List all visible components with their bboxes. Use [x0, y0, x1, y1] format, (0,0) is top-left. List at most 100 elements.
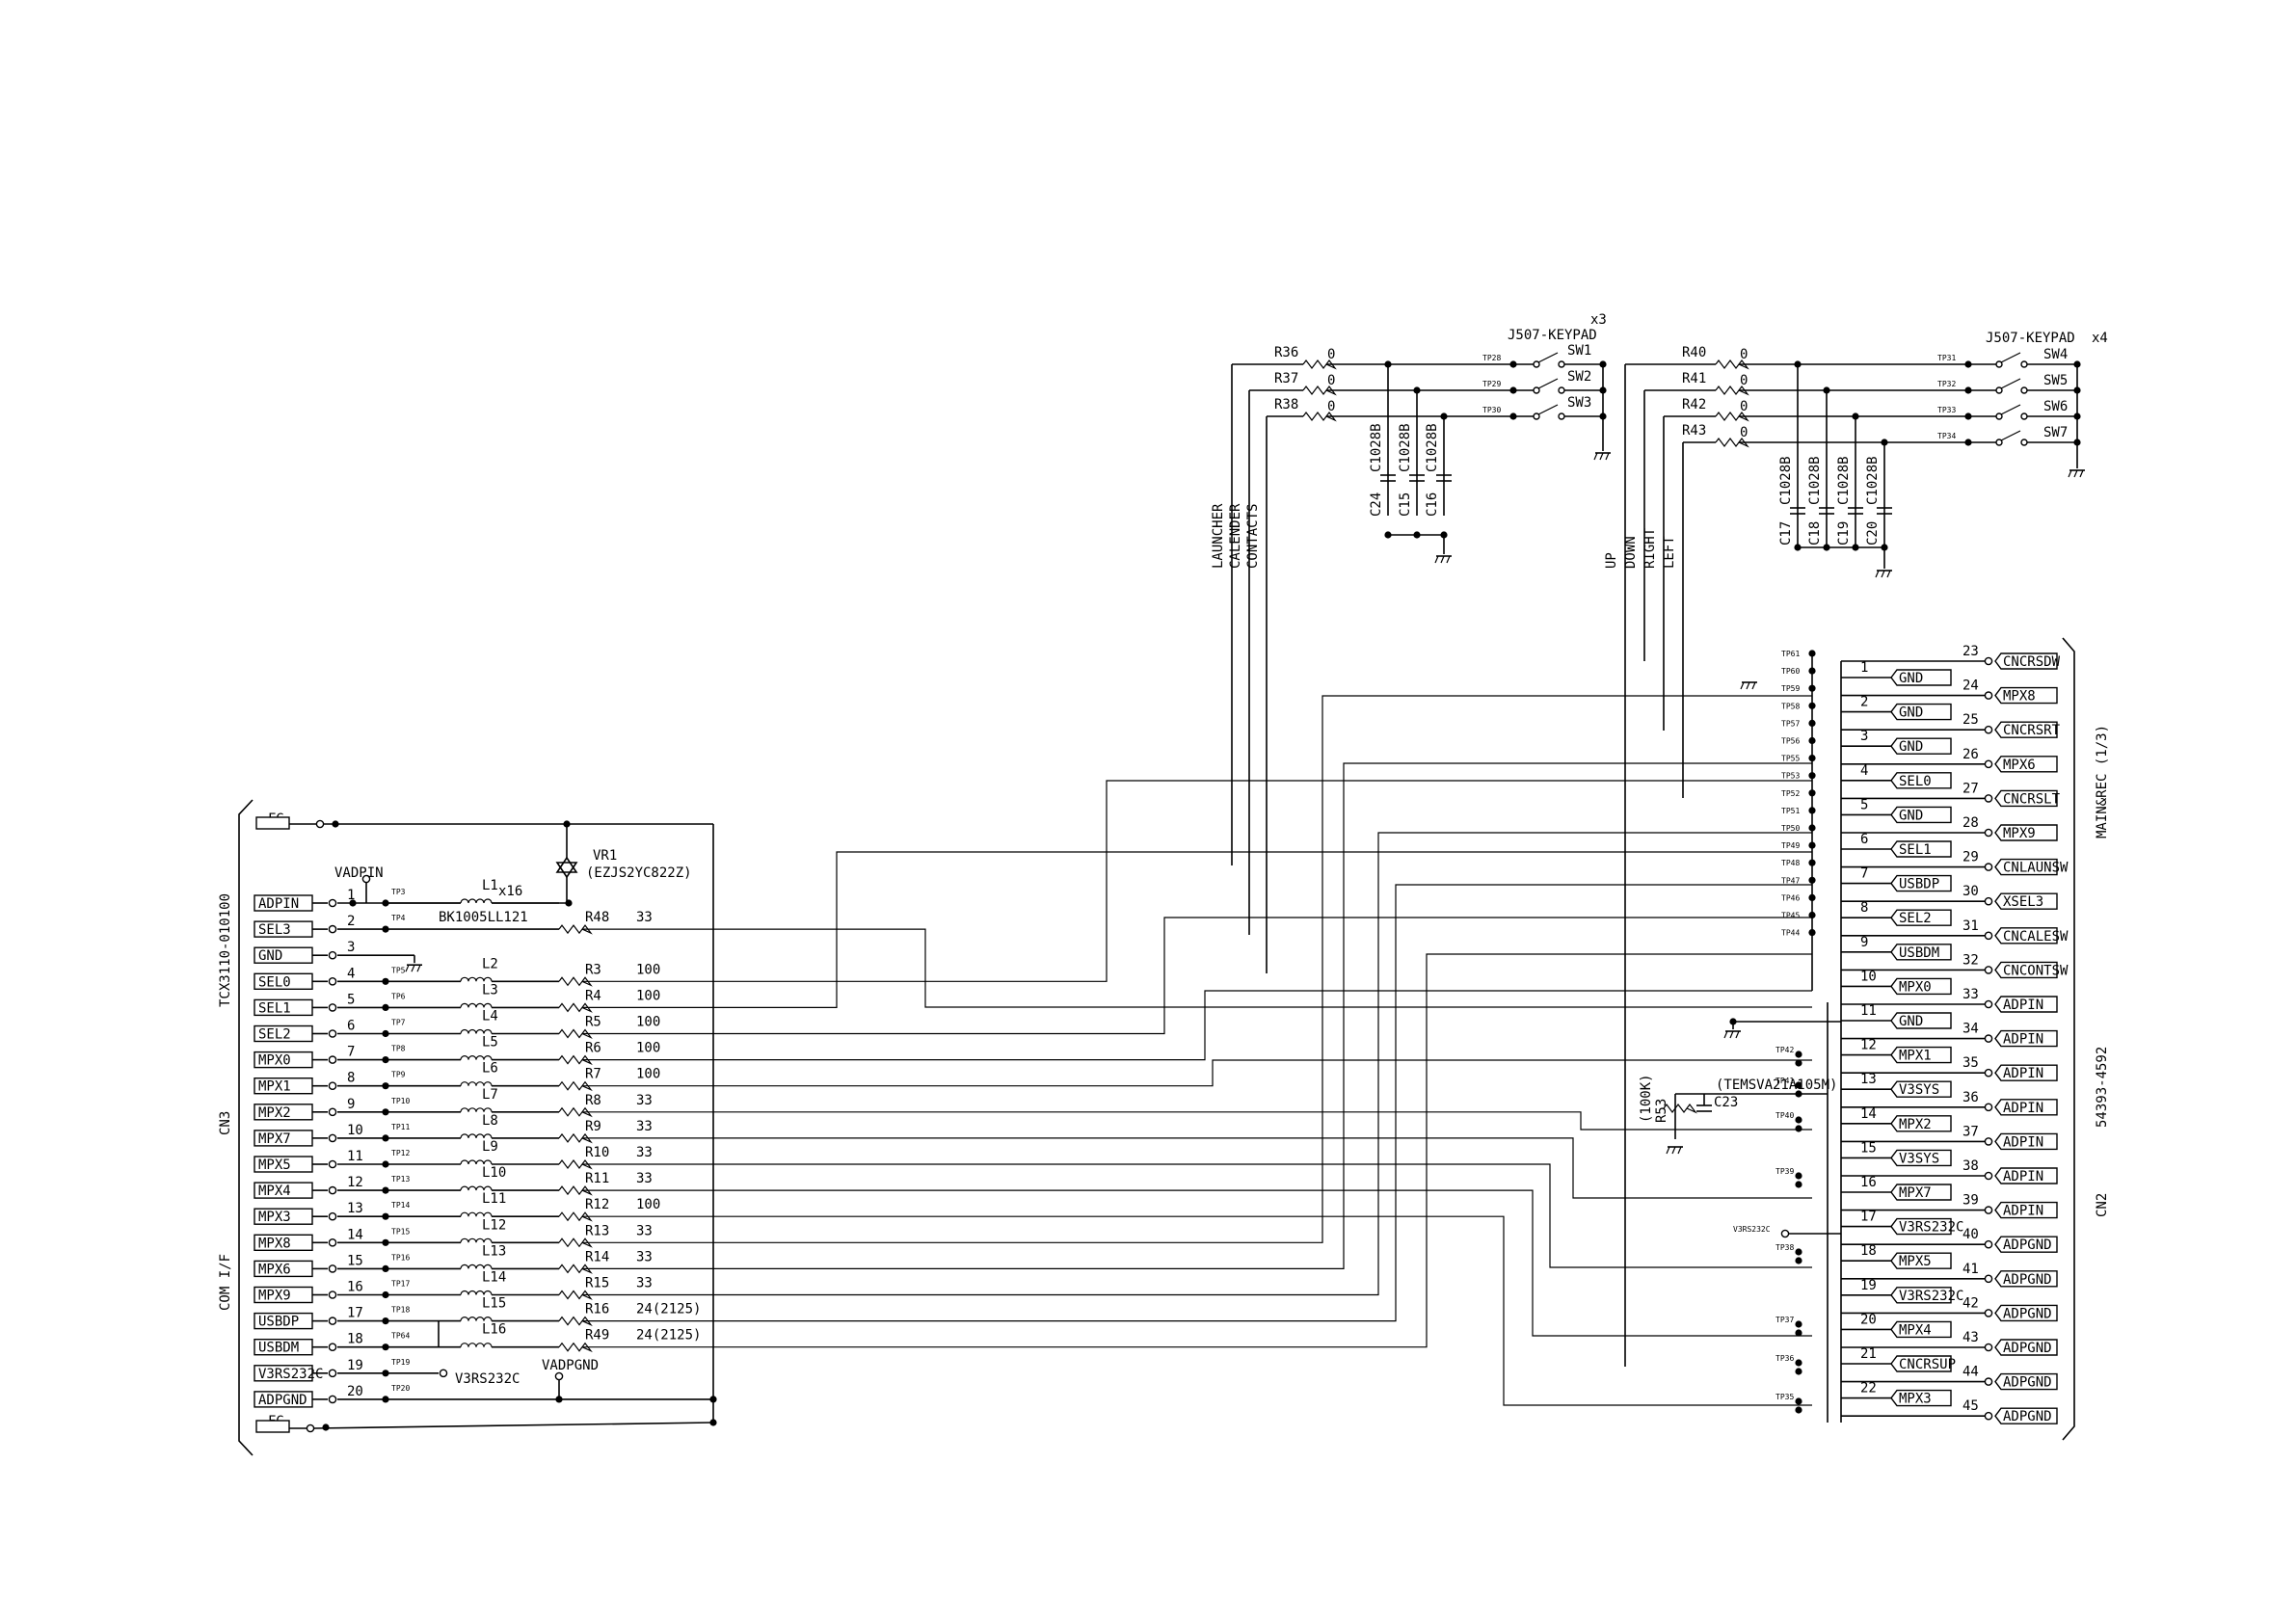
inductor-label: L14 [482, 1270, 506, 1286]
resistor-label: R49 [585, 1328, 609, 1344]
test-point-label: TP4 [391, 914, 406, 922]
inductor-label: L6 [482, 1061, 498, 1077]
cn2-pin-number: 24 [1962, 678, 1979, 694]
net-label-text: SEL0 [258, 974, 291, 990]
cn2-pin-7-label: USBDP [1890, 874, 1952, 892]
cn2-pin-terminal [1984, 794, 1993, 803]
resistor-value: 100 [636, 1015, 660, 1030]
cn2-test-point: TP60 [1781, 667, 1800, 676]
ground-hatch [1599, 452, 1604, 461]
resistor-label: R14 [585, 1249, 609, 1264]
ground-hatch [1746, 681, 1750, 690]
cn2-pin-terminal [1984, 725, 1993, 734]
cn3-fg-bottom-box [255, 1420, 290, 1433]
cn2-pin-41-label: ADPGND [1994, 1270, 2058, 1288]
net-flag-shape [1890, 1115, 1952, 1132]
net-flag-shape [1994, 996, 2058, 1013]
cn3-pin-3-label: GND [254, 946, 313, 964]
fg-bottom-rail [313, 1422, 714, 1429]
cn2-pin-28-label: MPX9 [1994, 824, 2058, 841]
cn3-pin-14-label: MPX8 [254, 1234, 313, 1251]
net-flag-text: GND [1899, 705, 1923, 721]
net-flag-text: V3RS232C [1899, 1289, 1963, 1304]
keypad2-net-name: UP [1604, 552, 1619, 569]
keypad1-switch-label: SW2 [1567, 369, 1591, 385]
cn2-tp-dot [1795, 1397, 1802, 1405]
inductor-L6 [460, 1081, 493, 1086]
ground-hatch [1677, 1146, 1682, 1155]
cn2-tp-dot [1795, 1181, 1802, 1188]
cn3-pin-10-label: MPX7 [254, 1130, 313, 1147]
cn2-test-point: TP39 [1775, 1167, 1794, 1176]
interconnect-wire [582, 1137, 1812, 1199]
net-label-text: SEL3 [258, 922, 291, 938]
cn3-pin-17-label: USBDP [254, 1312, 313, 1330]
inductor-L9 [460, 1159, 493, 1165]
cn2-pin-terminal [1984, 1137, 1993, 1146]
interconnect-wire [582, 1189, 1812, 1337]
net-flag-text: MPX9 [2003, 826, 2036, 841]
inductor-count: x16 [498, 884, 522, 899]
net-flag-shape [1994, 892, 2058, 910]
cn2-name: MAIN&REC (1/3) [2095, 725, 2110, 838]
cn2-pin-terminal [1984, 1103, 1993, 1112]
cn2-pin-32-label: CNCONTSW [1994, 961, 2069, 978]
net-flag-shape [1890, 1287, 1952, 1304]
net-flag-shape [1890, 1389, 1952, 1407]
cn2-pin-number: 40 [1962, 1227, 1979, 1242]
switch-contact [2020, 360, 2028, 368]
cn2-pin-terminal [1984, 1206, 1993, 1214]
net-flag-text: GND [1899, 671, 1923, 686]
cn2-pin-number: 6 [1860, 832, 1868, 847]
cn2-pin-number: 30 [1962, 884, 1979, 899]
keypad1-resistor-label: R37 [1274, 371, 1298, 386]
cn2-tp-dot [1795, 1359, 1802, 1367]
net-flag-shape [1994, 1132, 2058, 1151]
net-flag-shape [1890, 840, 1952, 858]
net-flag-text: CNCRSDW [2003, 654, 2061, 670]
resistor-R4 [558, 1002, 593, 1013]
cn2-pin-14-label: MPX2 [1890, 1115, 1952, 1132]
cn2-tp-dot [1795, 1248, 1802, 1256]
keypad2-resistor-value: 0 [1740, 425, 1748, 440]
keypad2-switch-label: SW5 [2043, 373, 2068, 388]
cn3-pin-number: 10 [347, 1123, 363, 1138]
interconnect-wire [582, 928, 1812, 1008]
cn2-pin-number: 41 [1962, 1262, 1979, 1277]
cn2-tp-dot [1795, 1081, 1802, 1089]
keypad1-capacitor [1436, 474, 1452, 482]
keypad2-cap-name: C17 [1778, 521, 1794, 545]
cn2-pin-1-label: GND [1890, 669, 1952, 686]
cn3-pin-number: 4 [347, 966, 355, 981]
keypad1-title: J507-KEYPAD [1508, 328, 1597, 343]
keypad1-cap-value: C1028B [1398, 423, 1413, 472]
cn3-pin-number: 3 [347, 940, 355, 955]
keypad2-switch [1995, 352, 2028, 368]
inductor-L14 [460, 1290, 493, 1295]
cn2-pin-number: 5 [1860, 797, 1868, 812]
net-flag-shape [1890, 1149, 1952, 1167]
cn3-pin-terminal [328, 950, 337, 960]
cn3-pin-number: 16 [347, 1280, 363, 1295]
cn3-pin-20-label: ADPGND [254, 1391, 313, 1408]
cn3-pin-1-label: ADPIN [254, 894, 313, 912]
v3rs232c-terminal [439, 1369, 448, 1378]
net-flag-shape [1890, 772, 1952, 789]
resistor-value: 33 [636, 1093, 653, 1108]
r-bias-value: (100K) [1639, 1074, 1654, 1123]
keypad2-ground [2068, 469, 2085, 478]
net-flag-text: MPX1 [1899, 1049, 1932, 1064]
net-label-text: MPX1 [258, 1079, 291, 1095]
cn3-pin-terminal [328, 1185, 337, 1195]
keypad1-resistor [1302, 359, 1337, 370]
cn2-pin-number: 27 [1962, 781, 1979, 796]
keypad1-cap-value: C1028B [1369, 423, 1384, 472]
net-label-text: GND [258, 948, 282, 964]
cn2-pin-29-label: CNLAUNSW [1994, 858, 2069, 876]
ground-hatch [1740, 681, 1745, 690]
cn3-pin-terminal [328, 977, 337, 986]
resistor-label: R15 [585, 1276, 609, 1291]
net-flag-text: USBDP [1899, 877, 1939, 892]
keypad1-net-name: CALENDER [1228, 503, 1243, 569]
cn2-tp-dot [1795, 1368, 1802, 1375]
